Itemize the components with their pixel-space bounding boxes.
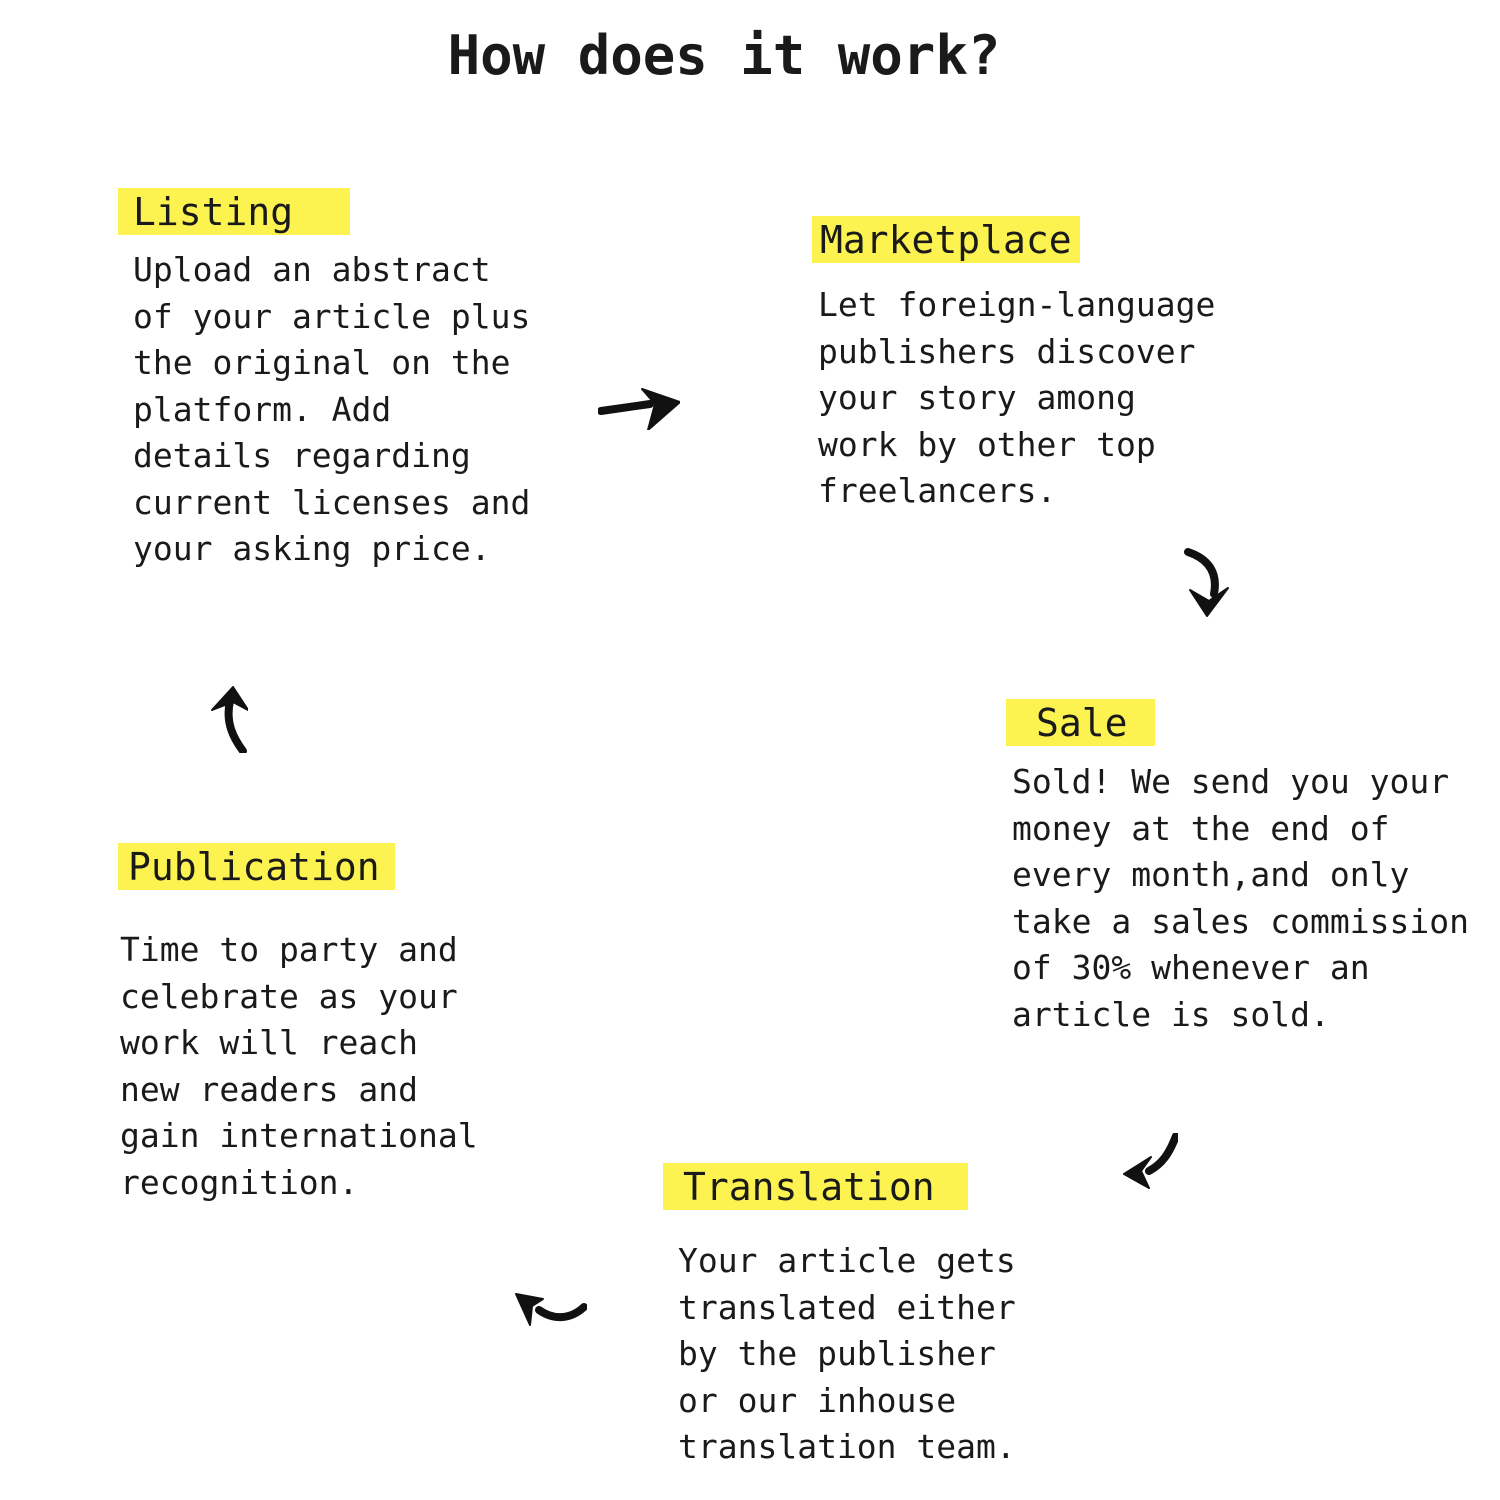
arrow-head bbox=[641, 388, 680, 430]
step-marketplace-heading: Marketplace bbox=[812, 216, 1080, 263]
arrow-head bbox=[515, 1293, 544, 1326]
step-publication-description: Time to party and celebrate as your work… bbox=[120, 930, 478, 1202]
arrow-translation-to-publication-icon bbox=[515, 1293, 587, 1326]
step-listing-heading: Listing bbox=[118, 188, 351, 235]
step-listing-description: Upload an abstract of your article plus … bbox=[133, 250, 531, 568]
step-translation-description: Your article gets translated either by t… bbox=[678, 1241, 1016, 1466]
step-translation-heading: Translation bbox=[663, 1163, 968, 1210]
arrow-shaft bbox=[224, 697, 247, 753]
page-title: How does it work? bbox=[447, 24, 1001, 87]
arrow-publication-to-listing-icon bbox=[211, 686, 248, 753]
arrow-listing-to-marketplace-icon bbox=[598, 388, 680, 430]
arrow-shaft bbox=[1145, 1133, 1178, 1175]
arrow-sale-to-translation-icon bbox=[1123, 1133, 1178, 1189]
step-marketplace-description: Let foreign-language publishers discover… bbox=[818, 285, 1216, 510]
step-sale-heading: Sale bbox=[1006, 699, 1155, 746]
arrow-head bbox=[1189, 587, 1229, 617]
arrow-marketplace-to-sale-icon bbox=[1184, 548, 1229, 617]
arrow-head bbox=[211, 686, 248, 711]
step-publication: Publication Time to party and celebrate … bbox=[118, 843, 478, 1206]
arrow-shaft bbox=[598, 400, 654, 415]
step-translation: Translation Your article gets translated… bbox=[663, 1163, 1016, 1471]
step-listing: Listing Upload an abstract of your artic… bbox=[118, 188, 530, 573]
arrow-shaft bbox=[535, 1303, 587, 1322]
step-publication-heading: Publication bbox=[118, 843, 395, 890]
step-sale: Sale Sold! We send you your money at the… bbox=[1006, 699, 1469, 1038]
step-marketplace: Marketplace Let foreign-language publish… bbox=[812, 216, 1215, 515]
arrow-shaft bbox=[1184, 548, 1219, 598]
step-sale-description: Sold! We send you your money at the end … bbox=[1012, 762, 1469, 1034]
arrow-head bbox=[1123, 1156, 1152, 1189]
